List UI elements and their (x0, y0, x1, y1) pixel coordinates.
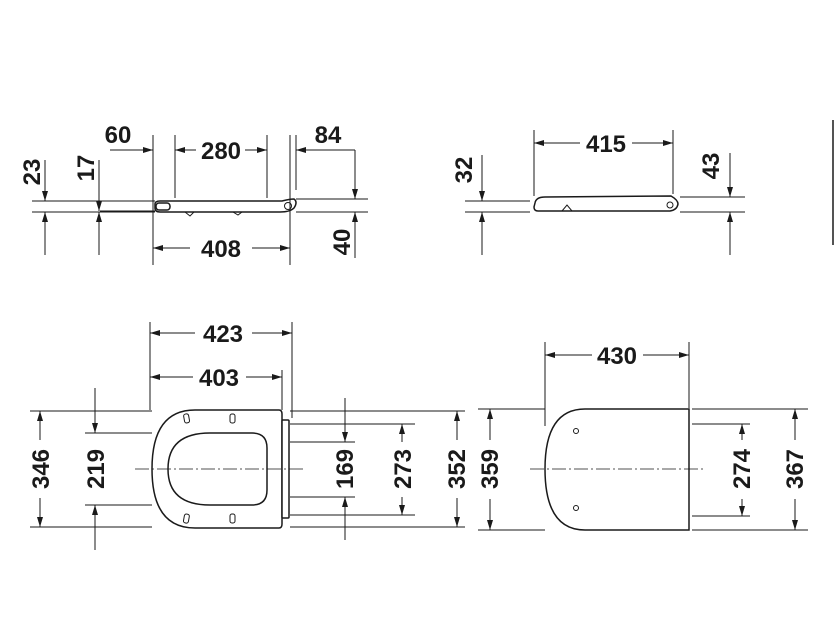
dim-359: 359 (477, 449, 504, 489)
side-view-seat-open: 60 280 84 23 17 408 40 (19, 122, 368, 265)
dim-403: 403 (199, 365, 239, 392)
top-view-seat: 423 403 346 219 169 273 352 (28, 321, 471, 550)
dim-430: 430 (597, 343, 637, 370)
dim-346: 346 (28, 449, 55, 489)
side-view-cover-closed: 415 32 43 (451, 130, 745, 255)
seat-opening (167, 432, 268, 506)
dim-17: 17 (73, 155, 100, 182)
dim-415: 415 (586, 131, 626, 158)
dim-219: 219 (83, 449, 110, 489)
top-view-cover: 430 359 274 367 (477, 342, 809, 531)
dim-273: 273 (390, 449, 417, 489)
cover-side-profile (533, 195, 679, 212)
dim-32: 32 (451, 157, 478, 184)
dim-169: 169 (332, 449, 359, 489)
dim-367: 367 (782, 449, 809, 489)
dim-423: 423 (203, 321, 243, 348)
dim-280: 280 (201, 138, 241, 165)
dim-352: 352 (444, 449, 471, 489)
cover-outline (544, 408, 690, 531)
dim-60: 60 (105, 122, 132, 149)
dim-84: 84 (315, 122, 342, 149)
dim-274: 274 (729, 448, 756, 489)
dim-408: 408 (201, 236, 241, 263)
dim-40: 40 (329, 229, 356, 256)
dim-43: 43 (698, 153, 725, 180)
dim-23: 23 (19, 159, 46, 186)
seat-side-profile (154, 198, 297, 213)
